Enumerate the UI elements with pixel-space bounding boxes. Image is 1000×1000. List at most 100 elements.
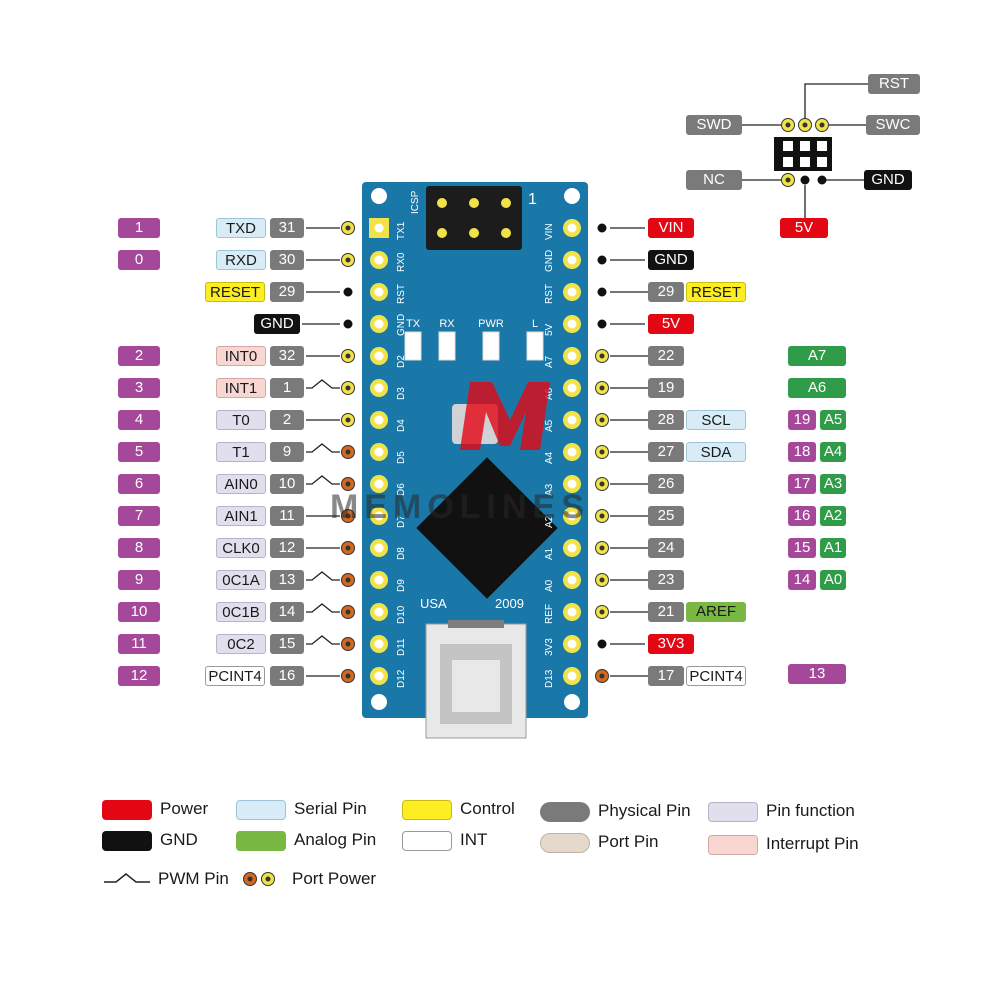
arduino-pin-number: 16	[788, 506, 816, 526]
pin-hole	[567, 351, 577, 361]
port-power-dot	[597, 255, 607, 265]
swd-rst-label: RST	[868, 74, 920, 94]
led-label: PWR	[478, 318, 504, 330]
port-power-dot-center	[599, 513, 605, 519]
physical-pin-number: 29	[648, 282, 684, 302]
pin-hole	[567, 511, 577, 521]
pin-function-label: T1	[216, 442, 266, 462]
arduino-pin-number: 7	[118, 506, 160, 526]
physical-pin-number: 15	[270, 634, 304, 654]
pin-hole	[374, 319, 384, 329]
mcu-chip	[416, 457, 558, 599]
legend-label-serial: Serial Pin	[294, 799, 367, 818]
port-power-dot-center	[345, 385, 351, 391]
legend-label-analog: Analog Pin	[294, 830, 377, 849]
pin-hole	[374, 447, 384, 457]
board-pin-label: VIN	[544, 223, 555, 240]
port-power-dot	[597, 223, 607, 233]
pin-function-label: T0	[216, 410, 266, 430]
led	[404, 331, 422, 361]
power-pin-label: AREF	[686, 602, 746, 622]
icsp-header	[426, 186, 522, 250]
board-pin-label: REF	[544, 604, 555, 624]
board-pin-label: A6	[544, 387, 555, 400]
pin-hole	[567, 319, 577, 329]
pwm-wire	[306, 635, 340, 645]
board-pin-label: GND	[396, 314, 407, 336]
usb-slot	[448, 620, 504, 628]
swd-swc-label: SWC	[866, 115, 920, 135]
led	[526, 331, 544, 361]
physical-pin-number: 32	[270, 346, 304, 366]
pin-function-label: AIN0	[216, 474, 266, 494]
physical-pin-number: 11	[270, 506, 304, 526]
swd-wire	[804, 83, 868, 119]
pin-hole	[374, 671, 384, 681]
pin-function-label: SCL	[686, 410, 746, 430]
board-pin-label: RST	[396, 284, 407, 304]
board-pin-label: D2	[396, 355, 407, 368]
power-pin-label: 3V3	[648, 634, 694, 654]
legend-label-power: Power	[160, 799, 209, 818]
legend-label-port-power: Port Power	[292, 869, 377, 888]
board-pin-label: D4	[396, 419, 407, 432]
arduino-pin-number: 11	[118, 634, 160, 654]
led	[482, 331, 500, 361]
swd-swd-label: SWD	[686, 115, 742, 135]
arduino-pin-number: 0	[118, 250, 160, 270]
analog-pin-label: A7	[788, 346, 846, 366]
physical-pin-number: 21	[648, 602, 684, 622]
pin-function-label: RESET	[205, 282, 265, 302]
pin-hole	[567, 479, 577, 489]
port-power-dot	[597, 319, 607, 329]
port-power-dot-center	[345, 449, 351, 455]
physical-pin-number: 22	[648, 346, 684, 366]
analog-pin-label: A1	[820, 538, 846, 558]
pin-function-label: GND	[254, 314, 300, 334]
pin-hole	[567, 543, 577, 553]
board-pin-label: A1	[544, 547, 555, 560]
pwm-wire	[306, 379, 340, 389]
port-power-dot-center	[345, 545, 351, 551]
pin-function-label: SDA	[686, 442, 746, 462]
pin-function-label: 0C2	[216, 634, 266, 654]
arduino-pin-number: 15	[788, 538, 816, 558]
pin-hole	[567, 255, 577, 265]
arduino-pin-number: 18	[788, 442, 816, 462]
physical-pin-number: 30	[270, 250, 304, 270]
board-pin-label: 5V	[544, 323, 555, 336]
swd-pin-dot-center	[802, 122, 808, 128]
legend-label-function: Pin function	[766, 801, 855, 820]
power-pin-label: GND	[648, 250, 694, 270]
legend-label-int: INT	[460, 830, 488, 849]
port-power-dot-center	[345, 641, 351, 647]
board-pin-label: D9	[396, 579, 407, 592]
swd-socket	[800, 157, 810, 167]
mount-hole	[564, 188, 580, 204]
board-pin-label: A0	[544, 579, 555, 592]
swd-nc-label: NC	[686, 170, 742, 190]
board-pin-label: D13	[544, 669, 555, 688]
legend-swatch-int	[402, 831, 452, 851]
arduino-pin-number: 9	[118, 570, 160, 590]
pin-hole	[567, 223, 577, 233]
icsp-pins	[437, 198, 511, 238]
port-power-dot-center	[345, 577, 351, 583]
arduino-pin-number: 12	[118, 666, 160, 686]
legend-swatch-serial	[236, 800, 286, 820]
legend-dot-yellow-center	[265, 876, 271, 882]
swd-socket	[817, 141, 827, 151]
analog-pin-label: A6	[788, 378, 846, 398]
physical-pin-number: 28	[648, 410, 684, 430]
power-pin-label: VIN	[648, 218, 694, 238]
board-pin-label: D3	[396, 387, 407, 400]
pwm-wire	[306, 571, 340, 581]
pin-hole	[374, 511, 384, 521]
port-power-dot-center	[599, 449, 605, 455]
port-power-dot-center	[345, 513, 351, 519]
pin-function-label: CLK0	[216, 538, 266, 558]
legend-dot-orange-center	[247, 876, 253, 882]
brand-logo	[460, 382, 550, 450]
pin-function-label: 0C1A	[216, 570, 266, 590]
